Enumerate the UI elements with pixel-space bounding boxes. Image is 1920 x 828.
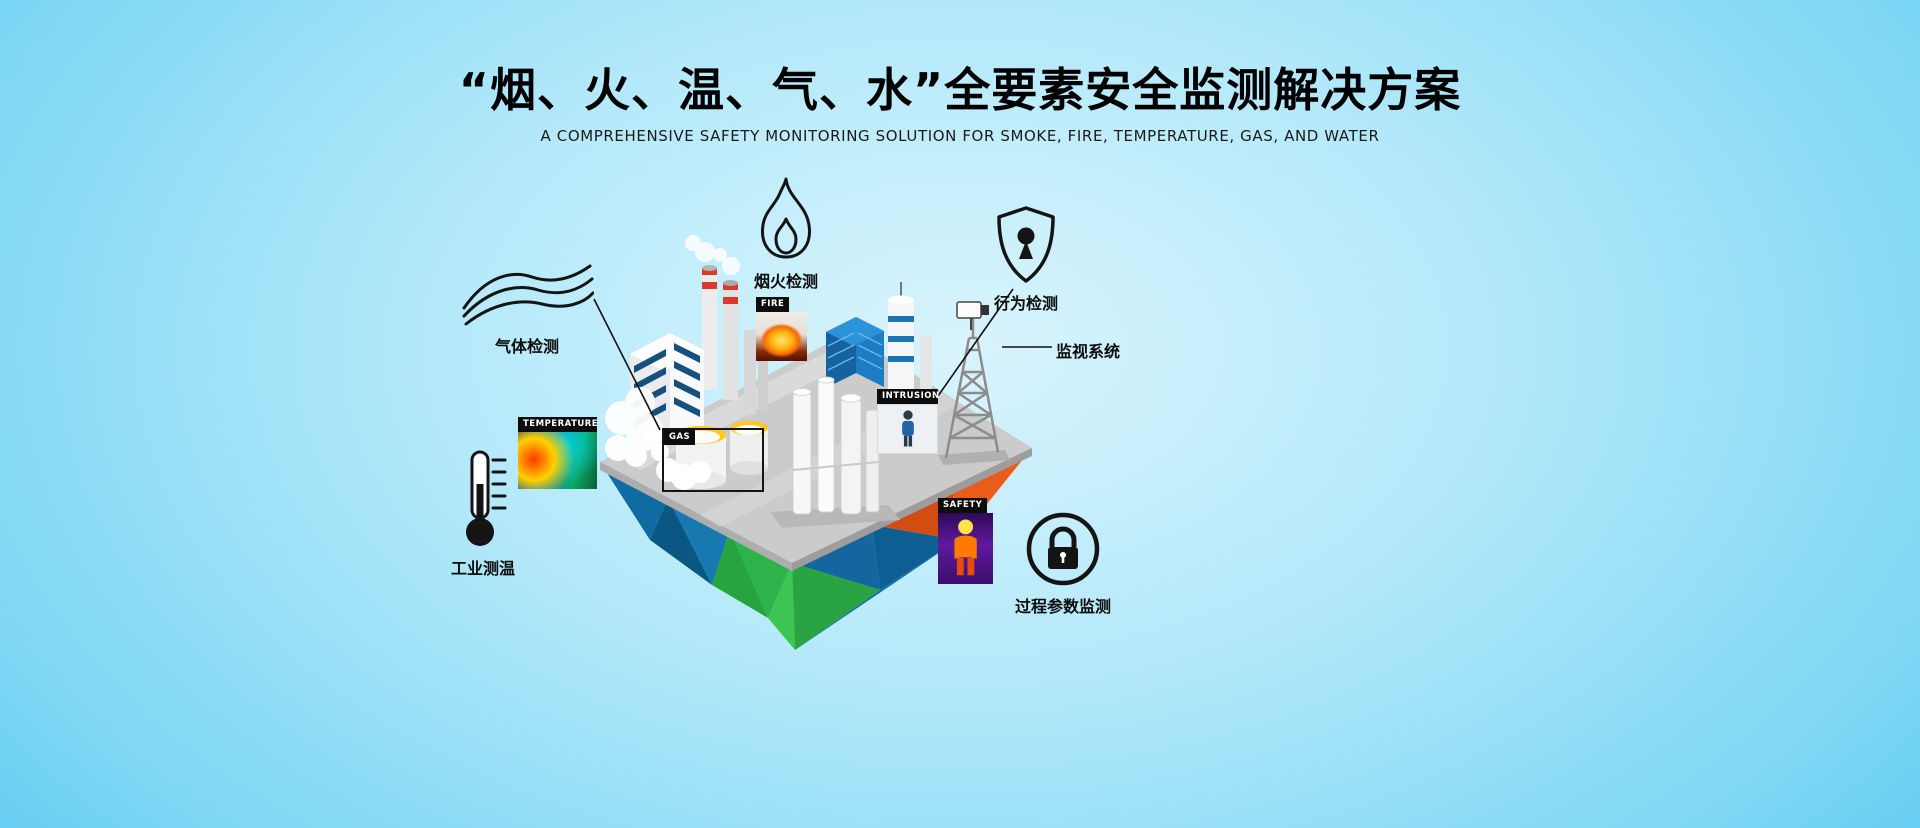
connector-behavior-detection [937, 288, 1014, 397]
thermal-camera-image [518, 431, 597, 489]
intrusion-thumbnail: INTRUSION [877, 389, 939, 454]
gas-tag-label: GAS [664, 430, 696, 445]
padlock-circle-icon [1026, 512, 1100, 586]
chimney-smoke [685, 235, 740, 275]
behavior-detection-label: 行为检测 [994, 294, 1059, 313]
intrusion-image [877, 403, 938, 454]
safety-thermal-image [938, 512, 993, 584]
connector-gas-detection [593, 298, 661, 431]
callout-industrial-temperature: 工业测温 [451, 448, 515, 579]
fire-tag-label: FIRE [756, 297, 790, 312]
page-title: “烟、火、温、气、水”全要素安全监测解决方案 [458, 63, 1462, 117]
industrial-temperature-label: 工业测温 [451, 559, 516, 578]
flame-outline-icon [761, 177, 811, 259]
safety-tag-label: SAFETY [938, 498, 988, 513]
callout-surveillance-system: 监视系统 [1056, 338, 1120, 362]
thermal-person-icon [954, 519, 977, 576]
gas-highlight-frame [662, 428, 764, 492]
gas-leak-smoke [645, 429, 711, 490]
gas-detection-label: 气体检测 [494, 337, 559, 356]
gas-waves-icon [462, 264, 594, 326]
camera-lattice-tower [938, 301, 1010, 465]
connector-lines [593, 288, 1052, 431]
smoke-fire-detection-label: 烟火检测 [753, 272, 818, 291]
callout-gas-detection: 气体检测 [460, 262, 594, 357]
worker-figure-icon [901, 409, 914, 446]
fire-thumbnail: FIRE [756, 297, 807, 361]
cctv-camera-icon [956, 301, 989, 330]
thermometer-icon [466, 450, 507, 546]
process-parameter-monitoring-label: 过程参数监测 [1015, 597, 1112, 616]
temperature-tag-label: TEMPERATURE [518, 417, 598, 432]
distillation-columns [770, 376, 900, 528]
shield-keyhole-icon [997, 206, 1055, 283]
blue-warehouse [826, 317, 884, 388]
callout-behavior-detection: 行为检测 [994, 205, 1058, 314]
fire-image [756, 311, 807, 361]
page-subtitle: A COMPREHENSIVE SAFETY MONITORING SOLUTI… [540, 127, 1380, 145]
intrusion-tag-label: INTRUSION [877, 389, 939, 404]
chimneys [702, 265, 768, 415]
callout-smoke-fire-detection: 烟火检测 [752, 175, 820, 292]
safety-thumbnail: SAFETY [938, 498, 993, 584]
process-tower [888, 282, 932, 400]
temperature-thumbnail: TEMPERATURE [518, 417, 598, 489]
callout-process-parameter-monitoring: 过程参数监测 [1015, 510, 1111, 617]
surveillance-system-label: 监视系统 [1056, 342, 1121, 361]
